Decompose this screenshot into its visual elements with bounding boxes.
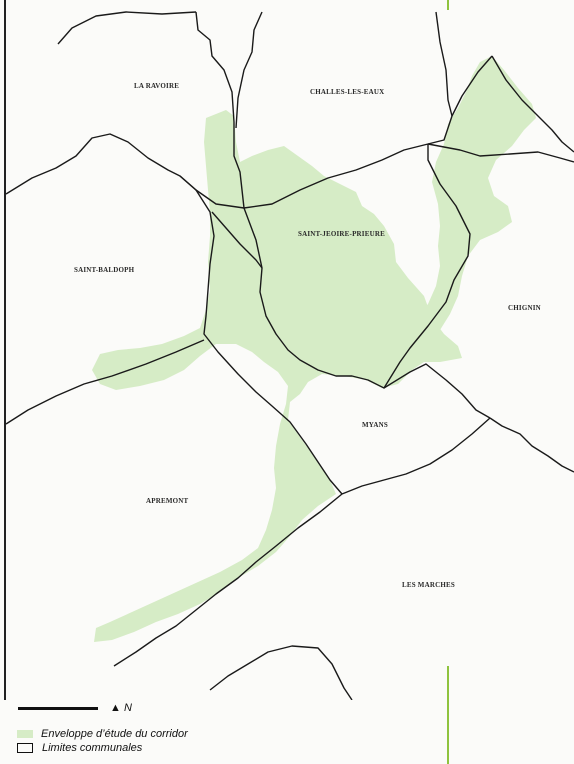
commune-label-les-marches: LES MARCHES xyxy=(402,581,455,589)
green-accent-line-bottom xyxy=(447,666,449,764)
map-frame-left-border xyxy=(4,0,6,700)
boundary-les-marches-south xyxy=(209,645,353,700)
commune-label-saint-jeoire-prieure: SAINT-JEOIRE-PRIEURE xyxy=(298,230,385,238)
commune-label-challes-les-eaux: CHALLES-LES-EAUX xyxy=(310,88,384,96)
legend-label-limits: Limites communales xyxy=(42,742,143,754)
boundary-myans-east xyxy=(489,417,574,473)
corridor-central-zone xyxy=(92,110,462,642)
commune-label-saint-baldoph: SAINT-BALDOPH xyxy=(74,266,135,274)
commune-labels: LA RAVOIRE CHALLES-LES-EAUX SAINT-JEOIRE… xyxy=(74,82,541,589)
boundary-la-ravoire-east xyxy=(195,11,245,209)
commune-boundaries xyxy=(5,11,574,700)
scale-bar xyxy=(18,706,98,710)
map-canvas: LA RAVOIRE CHALLES-LES-EAUX SAINT-JEOIRE… xyxy=(5,11,574,700)
boundary-baldoph-south xyxy=(5,339,205,425)
commune-label-apremont: APREMONT xyxy=(146,497,189,505)
boundary-chignin-west xyxy=(427,143,574,163)
legend-item-corridor: Enveloppe d’étude du corridor xyxy=(17,727,188,741)
boundary-apremont-les-marches xyxy=(113,493,343,667)
boundary-challes-west xyxy=(235,11,263,129)
boundary-chignin-north xyxy=(491,55,574,153)
corridor-envelope xyxy=(92,56,536,642)
scale-and-north: ▲ N xyxy=(18,701,132,715)
boundary-saint-jeoire-west xyxy=(243,144,471,389)
legend-swatch-limits xyxy=(17,743,33,753)
green-accent-line-top xyxy=(447,0,449,10)
map-legend: Enveloppe d’étude du corridor Limites co… xyxy=(17,727,188,755)
north-label: N xyxy=(123,702,132,714)
boundary-challes-south xyxy=(243,55,493,209)
legend-item-limits: Limites communales xyxy=(17,741,188,755)
boundary-myans-south xyxy=(341,417,491,495)
boundary-challes-east xyxy=(435,11,453,117)
legend-label-corridor: Enveloppe d’étude du corridor xyxy=(41,728,188,740)
commune-label-chignin: CHIGNIN xyxy=(508,304,541,312)
corridor-eastern-branch xyxy=(412,56,536,350)
legend-swatch-corridor xyxy=(17,730,33,738)
boundary-baldoph-east xyxy=(179,175,343,495)
boundary-saint-jeoire-inner xyxy=(211,211,263,269)
north-arrow-icon: ▲ N xyxy=(110,702,132,714)
commune-label-myans: MYANS xyxy=(362,421,388,429)
boundary-la-ravoire-west xyxy=(57,11,197,45)
commune-label-la-ravoire: LA RAVOIRE xyxy=(134,82,179,90)
boundary-myans-north xyxy=(383,363,491,419)
